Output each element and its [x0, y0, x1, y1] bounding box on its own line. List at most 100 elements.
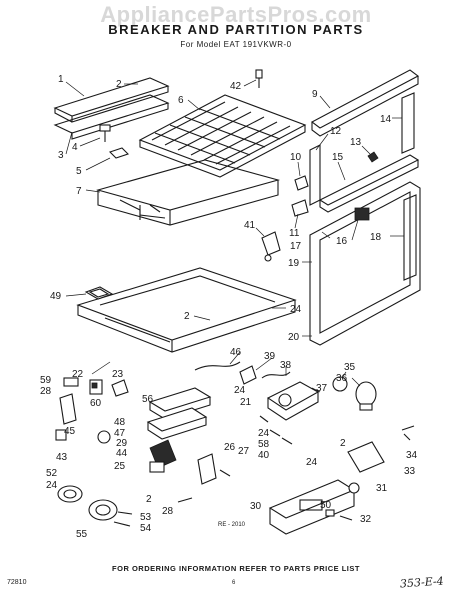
callout-11: 11 [289, 228, 300, 239]
part-43-lamp [55, 429, 67, 441]
callout-24-mid: 24 [234, 385, 246, 396]
callout-56: 56 [142, 394, 154, 405]
part-23-clip [111, 379, 129, 397]
callout-44: 44 [116, 448, 128, 459]
part-27-screw [219, 469, 231, 477]
callout-2-right: 2 [340, 438, 346, 449]
part-5-clip [108, 147, 130, 159]
callout-5: 5 [76, 166, 82, 177]
callout-29: 29 [116, 438, 128, 449]
part-22-partition-shelf [76, 267, 297, 353]
part-21-screw [259, 415, 269, 423]
callout-45: 45 [64, 426, 76, 437]
model-subtitle: For Model EAT 191VKWR-0 [180, 40, 292, 49]
part-35-lamp [332, 376, 348, 392]
part-44-block [149, 439, 177, 469]
part-7-frame [95, 159, 281, 226]
callout-2-bottom: 2 [146, 494, 152, 505]
callout-24-shelf: 24 [290, 304, 302, 315]
callout-46: 46 [230, 347, 242, 358]
part-52-fan [57, 485, 83, 503]
part-11-bracket [291, 199, 309, 217]
callout-2-shelf: 2 [184, 311, 190, 322]
part-3-rail [53, 94, 170, 140]
part-39-clip [239, 365, 257, 385]
callout-39: 39 [264, 351, 276, 362]
part-12-upright [309, 144, 321, 206]
callout-10: 10 [290, 152, 302, 163]
callout-58: 58 [258, 439, 270, 450]
callout-33: 33 [404, 466, 416, 477]
callout-3: 3 [58, 150, 64, 161]
part-31-knob [348, 482, 360, 494]
part-10-clip [294, 175, 309, 191]
page-code: 72810 [7, 579, 27, 586]
callout-55: 55 [76, 529, 88, 540]
callout-28-bottom: 28 [162, 506, 174, 517]
part-42-screw [255, 69, 263, 88]
part-33-cover [347, 441, 385, 473]
callout-21: 21 [240, 397, 252, 408]
callout-2: 2 [116, 79, 122, 90]
callout-41: 41 [244, 220, 256, 231]
callout-12: 12 [330, 126, 342, 137]
callout-50: 50 [320, 500, 332, 511]
part-16-latch [354, 207, 370, 221]
callout-23: 23 [112, 369, 124, 380]
callout-6: 6 [178, 95, 184, 106]
part-15-mid-strip [318, 154, 420, 213]
part-36-lamp-bulb [355, 381, 377, 411]
callout-18: 18 [370, 232, 382, 243]
callout-7: 7 [76, 186, 82, 197]
callout-22: 22 [72, 369, 84, 380]
callout-52: 52 [46, 468, 58, 479]
part-28b-screw [177, 497, 193, 503]
callout-42: 42 [230, 81, 242, 92]
part-9-top-strip [310, 69, 420, 137]
part-6-grille [138, 94, 307, 178]
callout-31: 31 [376, 483, 388, 494]
part-1-rail [53, 77, 170, 123]
callout-labels: 1 2 3 4 5 6 7 42 9 14 12 13 10 15 11 17 … [40, 74, 418, 540]
part-34-screw [401, 425, 415, 441]
callout-30: 30 [250, 501, 262, 512]
part-49-pad [84, 286, 114, 300]
part-38-wire [261, 371, 291, 379]
part-4-screw [99, 124, 111, 142]
part-53-screw [117, 511, 133, 515]
callout-47: 47 [114, 428, 126, 439]
callout-35: 35 [344, 362, 356, 373]
part-30-control-box [268, 479, 356, 535]
part-45-mount [59, 393, 77, 425]
part-14-upright [401, 92, 415, 154]
callout-16: 16 [336, 236, 348, 247]
callout-19: 19 [288, 258, 300, 269]
leader-lines [65, 79, 404, 393]
callout-25: 25 [114, 461, 126, 472]
callout-36: 36 [336, 373, 348, 384]
callout-14: 14 [380, 114, 392, 125]
callout-26: 26 [224, 442, 236, 453]
callout-20: 20 [288, 332, 300, 343]
part-37-thermostat-housing [266, 381, 320, 421]
part-54-screw [113, 521, 131, 527]
callout-37: 37 [316, 383, 328, 394]
part-40-screw [281, 437, 293, 445]
callout-28-left: 28 [40, 386, 52, 397]
callout-60: 60 [90, 398, 102, 409]
callout-49: 49 [50, 291, 62, 302]
part-50-clip [325, 509, 335, 517]
part-59-bracket [63, 377, 79, 387]
callout-53: 53 [140, 512, 152, 523]
callout-38: 38 [280, 360, 292, 371]
part-25-socket [149, 461, 165, 473]
part-19-frame [309, 181, 421, 346]
callout-48: 48 [114, 417, 126, 428]
diagram-code: RE - 2010 [218, 522, 246, 528]
callout-13: 13 [350, 137, 362, 148]
part-26-bracket [197, 453, 217, 485]
part-58-screw [269, 429, 281, 437]
callout-27: 27 [238, 446, 250, 457]
part-41-hinge [261, 231, 281, 262]
